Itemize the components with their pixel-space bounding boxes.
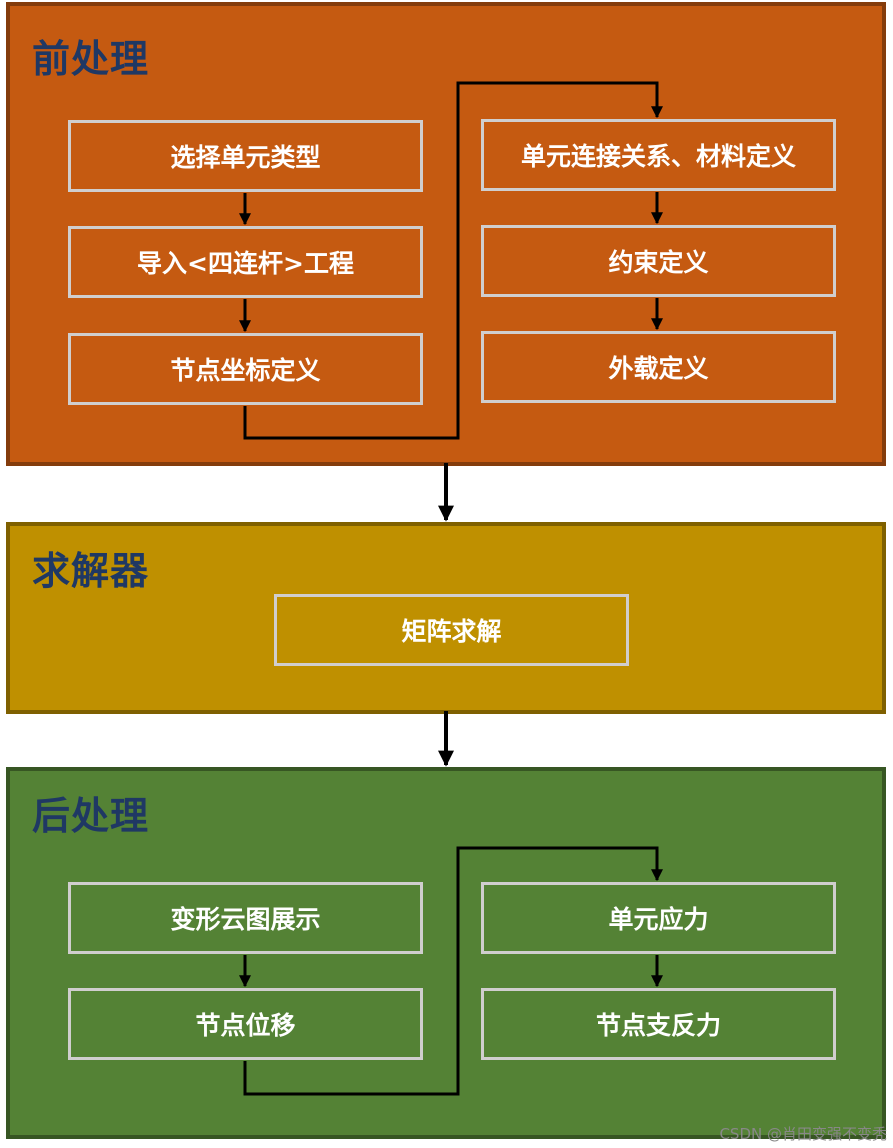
step-external-loads: 外载定义	[481, 331, 836, 403]
step-node-reaction-force: 节点支反力	[481, 988, 836, 1060]
watermark: CSDN @肖田变强不变秃	[719, 1125, 887, 1143]
step-import-project: 导入<四连杆>工程	[68, 226, 423, 298]
postprocessing-title: 后处理	[32, 794, 150, 838]
step-matrix-solve: 矩阵求解	[274, 594, 629, 666]
step-constraints: 约束定义	[481, 225, 836, 297]
step-element-connectivity-material: 单元连接关系、材料定义	[481, 119, 836, 191]
step-node-coordinates: 节点坐标定义	[68, 333, 423, 405]
step-deformation-contour: 变形云图展示	[68, 882, 423, 954]
step-select-element-type: 选择单元类型	[68, 120, 423, 192]
solver-title: 求解器	[32, 549, 150, 593]
preprocessing-title: 前处理	[32, 37, 150, 81]
step-element-stress: 单元应力	[481, 882, 836, 954]
step-node-displacement: 节点位移	[68, 988, 423, 1060]
